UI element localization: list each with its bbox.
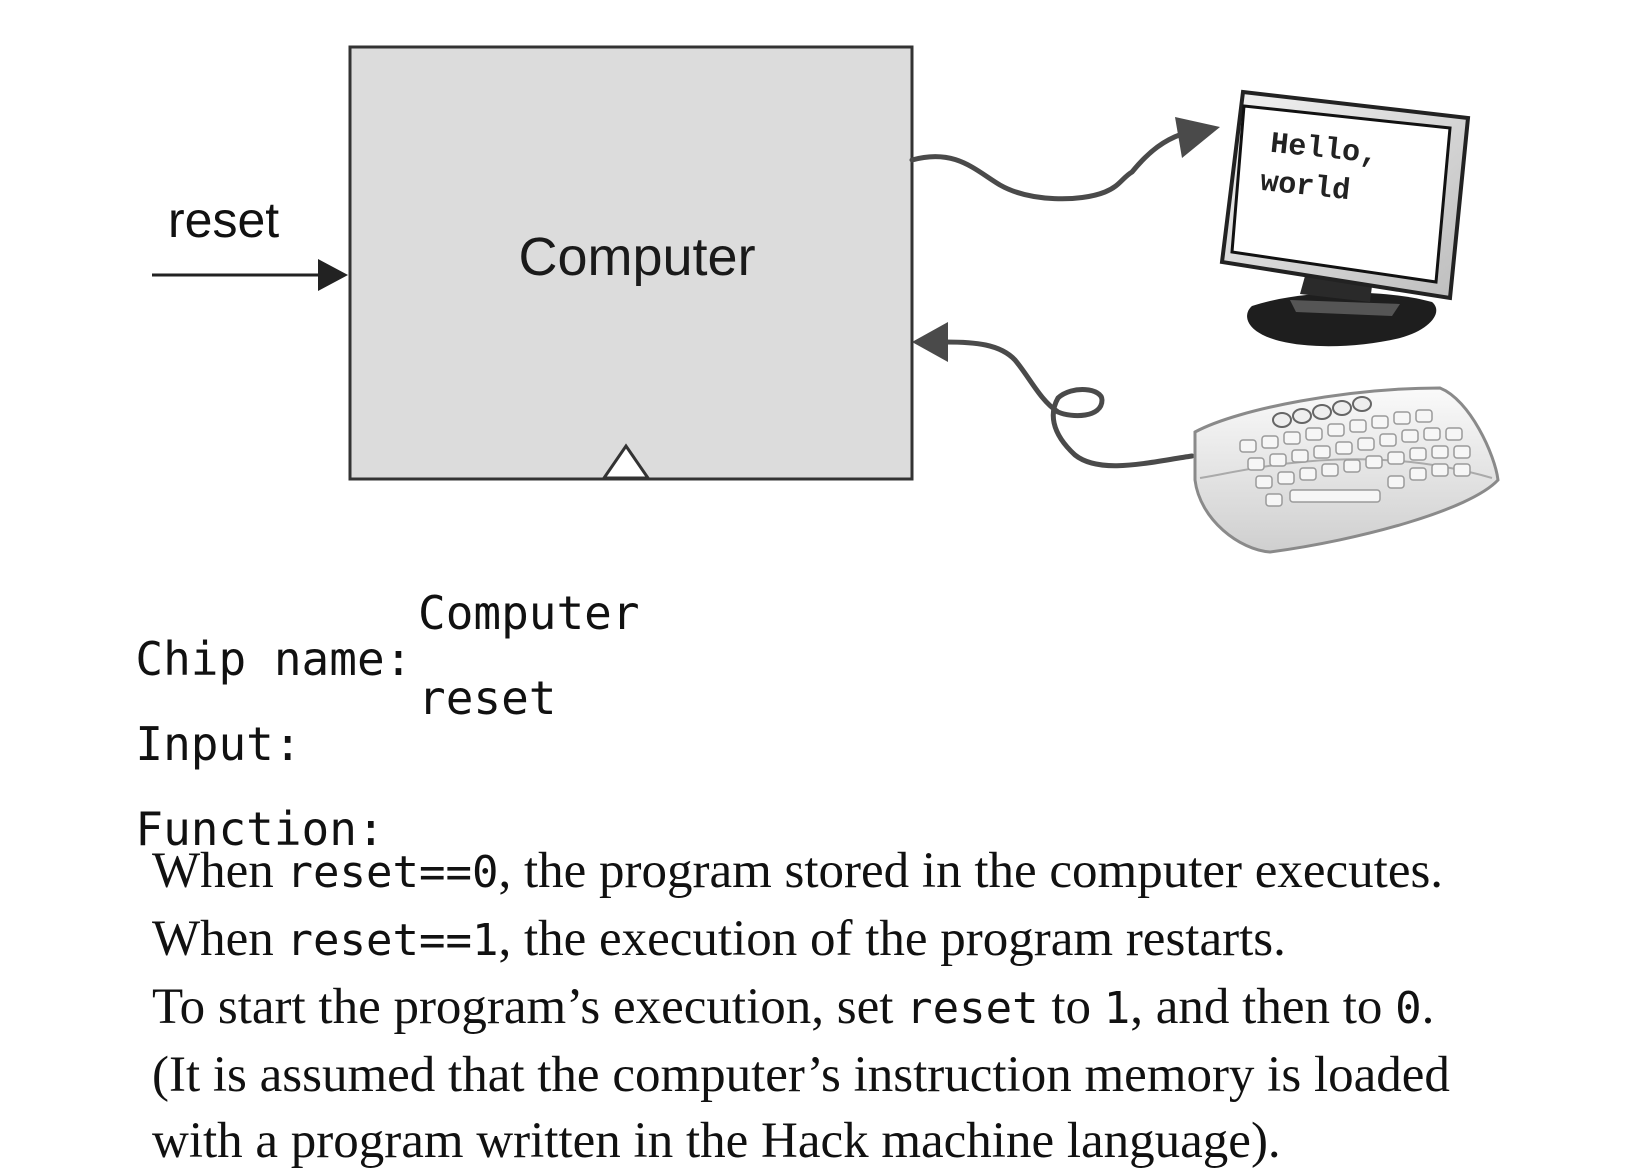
description-line-4: (It is assumed that the computer’s instr… [152,1047,1450,1103]
description-line-2: When reset==1, the execution of the prog… [152,906,1622,974]
line1-suffix: , the program stored in the computer exe… [498,843,1444,899]
reset-one-code: reset==1 [286,915,499,966]
keyboard-input-cable [912,322,1195,469]
description-line-1: When reset==0, the program stored in the… [152,838,1622,906]
one-code: 1 [1103,983,1131,1034]
description-line-3: To start the program’s execution, set re… [152,974,1622,1042]
input-row: Input: reset [80,675,556,813]
monitor-illustration: Hello, world [1219,89,1471,347]
chip-name-row: Chip name: Computer [80,590,639,728]
reset-input-label: reset [168,192,279,248]
computer-chip-label: Computer [518,227,755,287]
input-label: Input: [135,717,302,771]
function-description: When reset==0, the program stored in the… [152,838,1622,1174]
reset-code: reset [906,983,1039,1034]
computer-chip-diagram: reset Computer Hello, world [152,45,1500,554]
chip-name-value: Computer [418,586,640,640]
line2-suffix: , the execution of the program restarts. [498,911,1286,967]
reset-input-arrow [152,259,348,291]
screen-output-cable [909,117,1220,202]
line3-part-a: To start the program’s execution, set [152,979,907,1035]
chip-name-label: Chip name: [135,632,413,686]
line1-prefix: When [152,843,287,899]
line2-prefix: When [152,911,287,967]
reset-zero-code: reset==0 [286,847,499,898]
function-label: Function: [135,802,385,856]
line3-part-d: . [1421,979,1435,1035]
description-line-5: with a program written in the Hack machi… [152,1113,1281,1169]
line3-part-c: , and then to [1130,979,1396,1035]
zero-code: 0 [1395,983,1422,1034]
function-row: Function: [80,760,384,852]
input-value: reset [418,671,557,725]
line3-part-b: to [1038,979,1104,1035]
clock-input-triangle [601,443,651,480]
keyboard-illustration [1193,386,1500,554]
